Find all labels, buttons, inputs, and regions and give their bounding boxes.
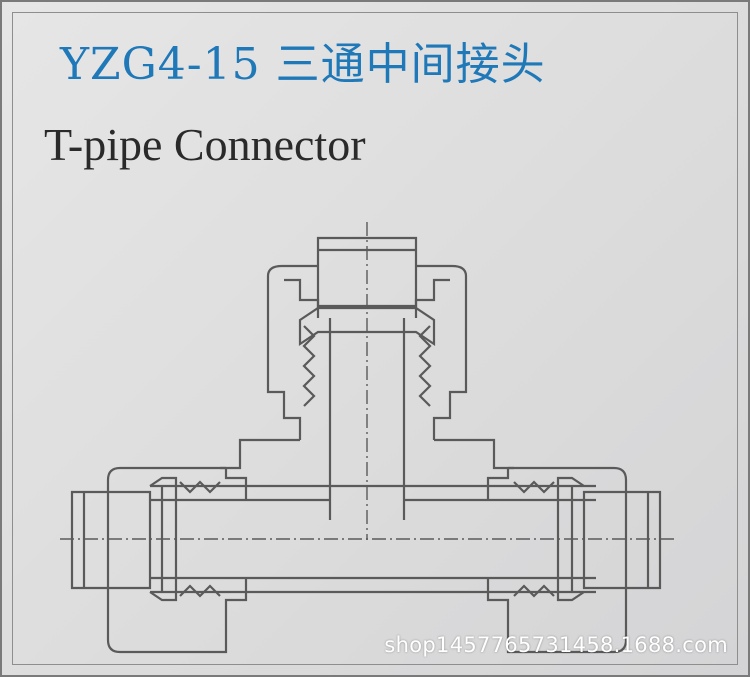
product-subtitle: T-pipe Connector	[44, 119, 366, 170]
right-tube-cap	[582, 490, 662, 590]
top-ferrule	[298, 306, 436, 347]
inner-border	[12, 12, 738, 665]
right-nut	[486, 466, 628, 654]
shop-watermark: shop1457765731458.1688.com	[384, 633, 728, 657]
tee-body	[220, 438, 514, 470]
product-title: YZG4-15 三通中间接头	[60, 39, 546, 90]
left-nut	[106, 466, 248, 654]
left-tube-cap	[70, 490, 152, 590]
top-nut	[266, 276, 468, 440]
